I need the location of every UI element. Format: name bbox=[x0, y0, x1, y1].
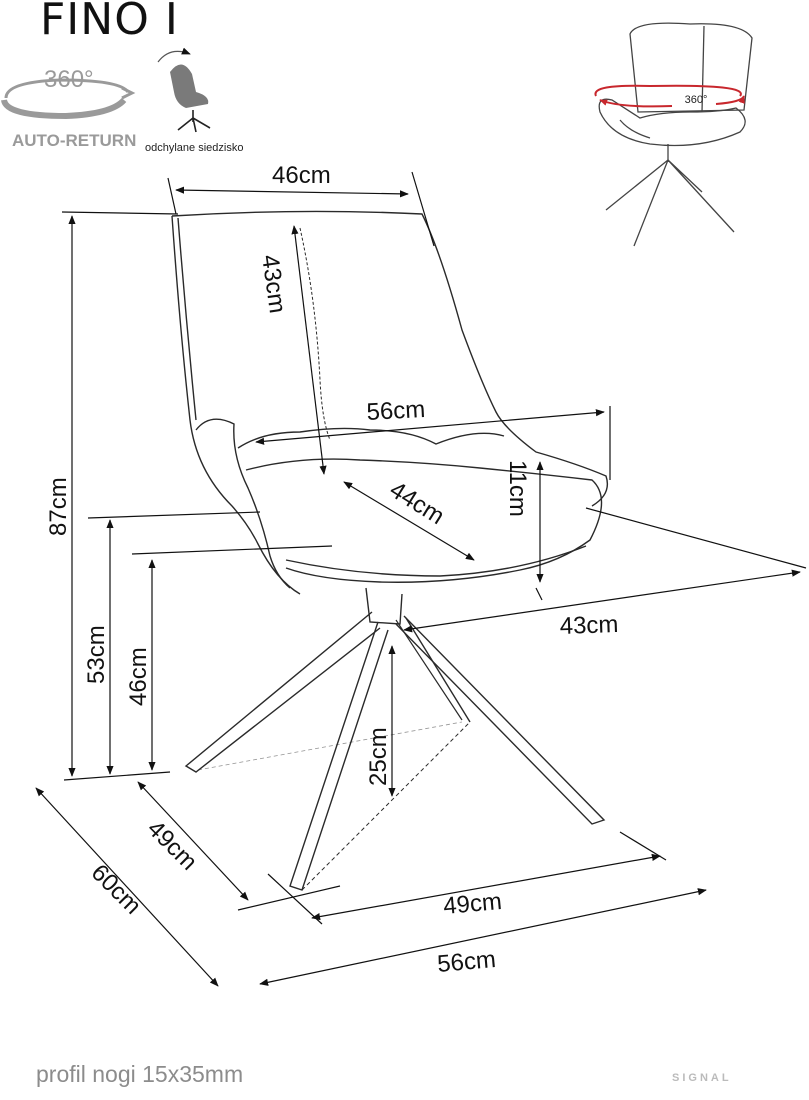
label-backrest-width: 46cm bbox=[272, 162, 331, 189]
recline-seat-icon bbox=[157, 47, 211, 133]
label-seat-height: 46cm bbox=[125, 647, 152, 706]
label-base-depth: 49cm bbox=[142, 815, 203, 876]
label-armrest-height: 11cm bbox=[504, 460, 531, 517]
preview-rotation-label: 360° bbox=[685, 94, 708, 106]
label-side-depth: 43cm bbox=[559, 611, 619, 640]
label-seat-depth: 44cm bbox=[385, 476, 449, 530]
rotation-icon bbox=[1, 78, 136, 120]
product-title: FINO I bbox=[40, 0, 179, 45]
label-armrest-width: 56cm bbox=[366, 396, 426, 426]
label-total-height: 87cm bbox=[45, 477, 72, 536]
brand-watermark: SIGNAL bbox=[672, 1072, 732, 1084]
label-base-clearance: 25cm bbox=[365, 727, 392, 786]
label-total-depth: 60cm bbox=[86, 859, 147, 920]
recline-seat-label: odchylane siedzisko bbox=[145, 142, 244, 154]
label-backrest-height: 43cm bbox=[256, 253, 291, 315]
leg-profile-note: profil nogi 15x35mm bbox=[36, 1061, 244, 1087]
label-base-width: 49cm bbox=[442, 888, 503, 920]
dimension-lines bbox=[35, 171, 807, 987]
label-total-width: 56cm bbox=[436, 946, 497, 978]
chair-outline bbox=[171, 210, 609, 891]
label-armrest-floor-height: 53cm bbox=[83, 625, 110, 684]
rotation-degree-label: 360° bbox=[44, 66, 94, 93]
rotating-chair-preview bbox=[594, 22, 753, 247]
dimension-labels: 46cm 43cm 56cm 44cm 11cm 87cm 53cm 46cm … bbox=[45, 162, 619, 978]
auto-return-label: AUTO-RETURN bbox=[12, 131, 137, 150]
